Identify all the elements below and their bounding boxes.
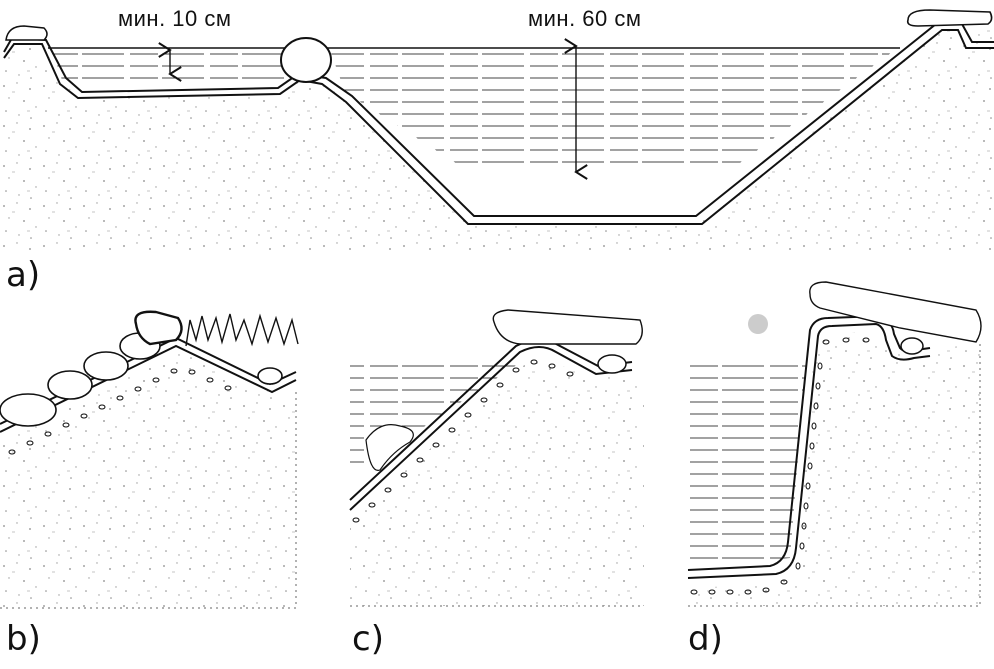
- panel-d-water: [688, 360, 806, 566]
- panel-c-pebble: [597, 354, 627, 374]
- panel-a-right-rim-slab: [906, 9, 993, 27]
- panel-d-liner: [687, 322, 931, 579]
- panel-b-soil: [0, 352, 296, 608]
- panel-a-soil: [0, 30, 994, 250]
- panel-d-soil: [688, 330, 980, 606]
- panel-c-label: c): [352, 619, 384, 659]
- panel-b-stone-edge-section: b): [0, 310, 299, 659]
- panel-d-stone-slab: [809, 281, 982, 343]
- panel-b-fleece-dots: [8, 368, 232, 455]
- panel-a-main-section: мин. 10 см мин. 60 см a): [0, 6, 994, 295]
- panel-a-divider-boulder: [280, 37, 332, 83]
- panel-b-slope-stones: [0, 310, 283, 427]
- panel-c-stone-slab: [492, 309, 643, 345]
- panel-a-label: a): [6, 255, 40, 295]
- panel-c-fleece-dots: [352, 359, 574, 523]
- panel-a-deep-depth-label: мин. 60 см: [528, 6, 642, 31]
- panel-c-aquatic-plant: [365, 424, 414, 471]
- panel-a-shallow-depth-label: мин. 10 см: [118, 6, 232, 31]
- panel-b-label: b): [6, 619, 41, 659]
- panel-a-deep-water: [330, 50, 895, 172]
- panel-b-soil-border: [0, 392, 297, 609]
- panel-a-left-rim-stone: [5, 25, 48, 41]
- panel-a-liner-outer: [3, 29, 994, 225]
- panel-a-shallow-water: [52, 50, 290, 84]
- panel-c-liner: [349, 346, 633, 511]
- panel-d-grey-spot: [748, 314, 768, 334]
- panel-b-grass: [185, 313, 299, 347]
- panel-d-fleece-dots: [690, 337, 870, 595]
- panel-d-pebble: [900, 337, 924, 355]
- panel-d-soil-border: [688, 340, 981, 607]
- panel-d-vertical-wall-section: d): [687, 281, 982, 659]
- panel-c-slab-edge-section: c): [349, 309, 644, 659]
- panel-d-label: d): [688, 619, 723, 659]
- panel-c-soil: [350, 360, 644, 606]
